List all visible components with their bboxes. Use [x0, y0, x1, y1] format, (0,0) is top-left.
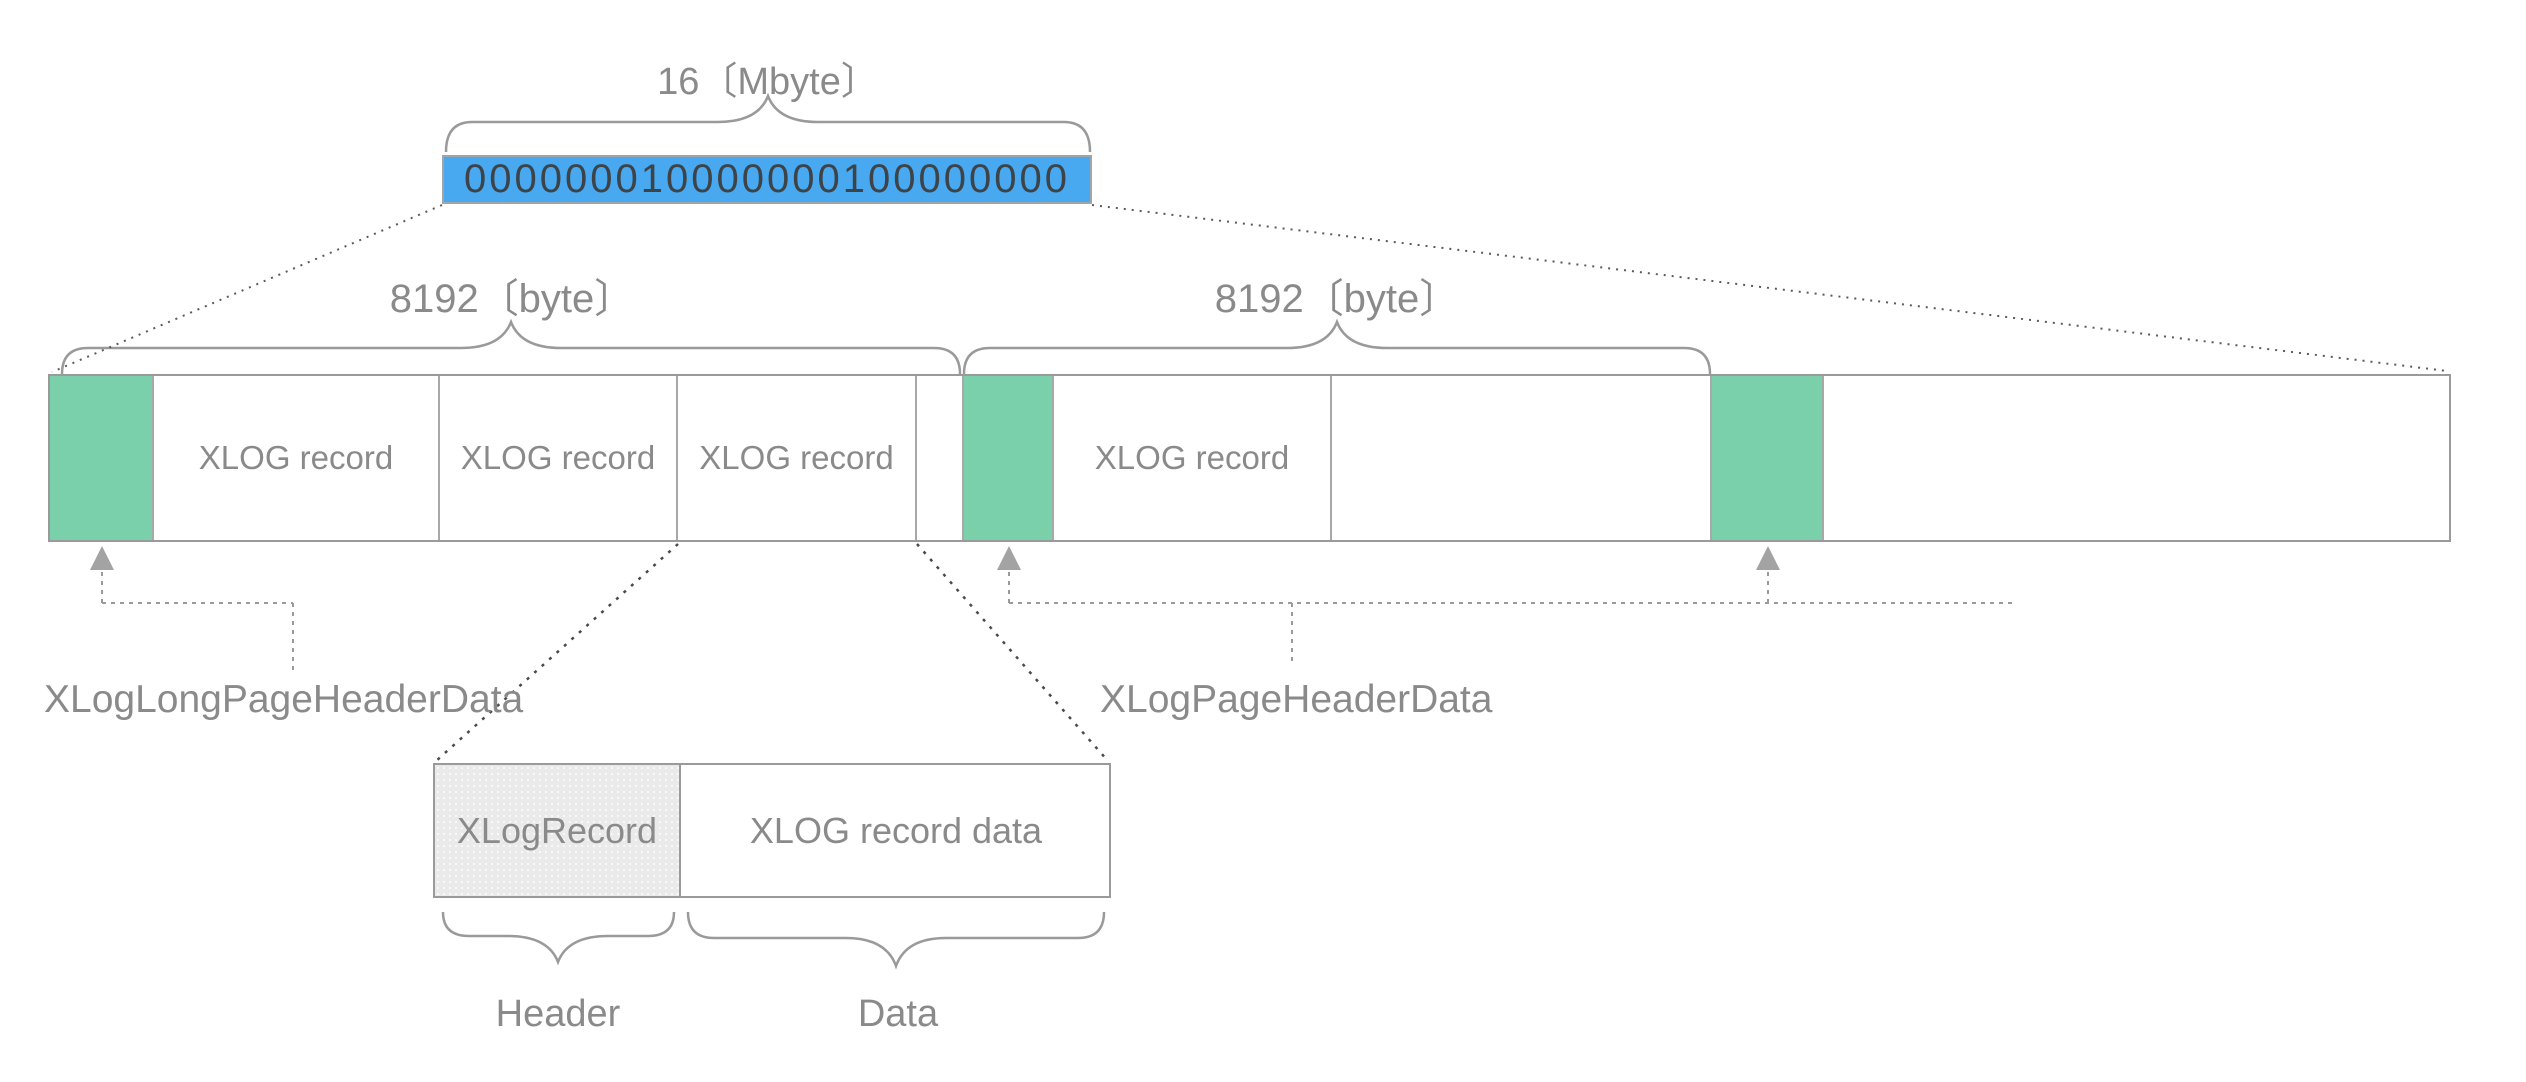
data-brace-label: Data	[857, 993, 939, 1035]
brace-page2	[962, 318, 1712, 375]
page-size-label-1: 8192〔byte〕	[389, 277, 635, 321]
long-page-header-label: XLogLongPageHeaderData	[44, 678, 524, 721]
free-space-cell-1	[917, 376, 964, 540]
brace-data	[686, 911, 1106, 970]
dotted-line-record-right	[916, 543, 1109, 762]
xlog-record-header-cell: XLogRecord	[435, 765, 681, 896]
page-header-cell-long	[50, 376, 154, 540]
brace-header	[441, 911, 676, 966]
xlog-record-cell-1: XLOG record	[154, 376, 440, 540]
page-header-cell-2	[964, 376, 1054, 540]
xlog-record-cell-4: XLOG record	[1054, 376, 1332, 540]
xlog-record-header-text: XLogRecord	[456, 809, 658, 851]
xlog-record-detail-box: XLogRecord XLOG record data	[433, 763, 1111, 898]
xlog-record-label: XLOG record	[1094, 439, 1290, 476]
wal-segment-bar: 000000010000000100000000	[442, 155, 1092, 204]
xlog-record-cell-3: XLOG record	[678, 376, 917, 540]
xlog-record-data-cell: XLOG record data	[683, 765, 1109, 896]
page-size-label-2: 8192〔byte〕	[1214, 277, 1460, 321]
dotted-line-record-left	[435, 543, 679, 762]
segment-size-label: 16〔Mbyte〕	[657, 61, 879, 103]
xlog-record-data-text: XLOG record data	[749, 809, 1043, 851]
page-header-cell-3	[1712, 376, 1824, 540]
header-brace-label: Header	[495, 993, 621, 1035]
arrow-up-long-page-header	[90, 546, 114, 570]
brace-page1	[60, 318, 962, 375]
dashed-connector-right	[1008, 572, 2015, 665]
arrow-up-page-header-3	[1756, 546, 1780, 570]
free-space-cell-2	[1332, 376, 1712, 540]
xlog-record-cell-2: XLOG record	[440, 376, 678, 540]
arrow-up-page-header-2	[997, 546, 1021, 570]
xlog-record-label: XLOG record	[699, 439, 894, 476]
page-header-label: XLogPageHeaderData	[1100, 678, 1493, 721]
free-space-cell-3	[1824, 376, 2449, 540]
dashed-connector-left	[101, 572, 294, 670]
segment-pages-bar: XLOG record XLOG record XLOG record XLOG…	[48, 374, 2451, 542]
xlog-record-label: XLOG record	[460, 439, 656, 476]
wal-segment-filename: 000000010000000100000000	[464, 157, 1070, 201]
xlog-record-label: XLOG record	[198, 439, 394, 476]
